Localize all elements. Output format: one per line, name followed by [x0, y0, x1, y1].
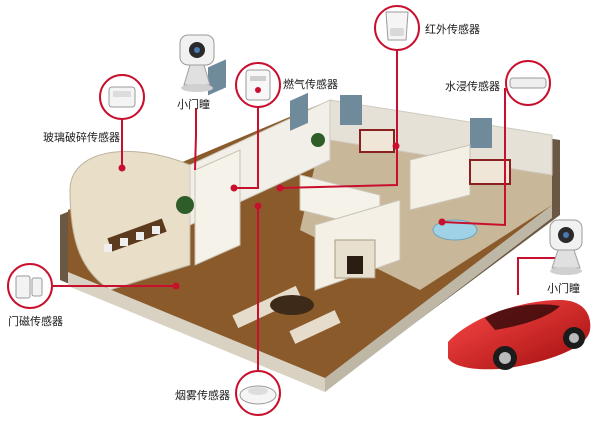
plant	[311, 133, 325, 147]
gas-sensor-icon	[245, 69, 271, 101]
dining-chair	[104, 244, 112, 252]
window	[470, 118, 492, 148]
gas-sensor	[235, 62, 281, 108]
red-sports-car	[448, 300, 591, 370]
label-door-camera-right: 小门瞳	[547, 281, 580, 295]
door-magnet-sensor-icon	[15, 275, 31, 299]
connector-lines	[52, 48, 560, 375]
door-camera-left	[179, 34, 215, 92]
front-wall-right	[325, 205, 552, 392]
label-gas: 燃气传感器	[283, 77, 338, 91]
partition-wall	[194, 149, 241, 266]
label-infrared: 红外传感器	[425, 23, 480, 36]
bed	[469, 159, 511, 185]
coffee-table	[270, 295, 314, 315]
smoke-sensor	[235, 370, 281, 416]
label-glass-break: 玻璃破碎传感器	[43, 130, 120, 144]
front-wall	[68, 272, 325, 392]
window	[340, 95, 362, 125]
sofa	[289, 310, 341, 344]
fireplace-opening	[347, 256, 363, 274]
dining-chair	[120, 238, 128, 246]
glass-break-sensor	[99, 74, 145, 120]
bathtub	[432, 219, 478, 241]
label-water: 水浸传感器	[445, 80, 500, 93]
water-sensor-icon	[509, 77, 547, 89]
label-door-camera-left: 小门瞳	[177, 97, 210, 111]
house-cutaway	[60, 59, 560, 392]
door-magnet-sensor	[7, 263, 53, 309]
partition-wall	[409, 144, 471, 211]
bed	[359, 129, 395, 153]
window	[290, 92, 308, 131]
infrared-sensor	[374, 5, 420, 51]
window	[208, 59, 226, 96]
water-sensor	[505, 60, 551, 106]
connector-dots	[118, 142, 446, 290]
plant	[176, 196, 194, 214]
dining-chair	[152, 226, 160, 234]
sunroom	[69, 150, 191, 291]
label-door-magnet: 门磁传感器	[8, 314, 63, 328]
label-smoke: 烟雾传感器	[175, 388, 230, 402]
door-camera-right	[549, 219, 583, 275]
dining-chair	[136, 232, 144, 240]
sensor-labels: 玻璃破碎传感器 小门瞳 燃气传感器 红外传感器 水浸传感器 小门瞳 门磁传感器 …	[8, 23, 580, 402]
